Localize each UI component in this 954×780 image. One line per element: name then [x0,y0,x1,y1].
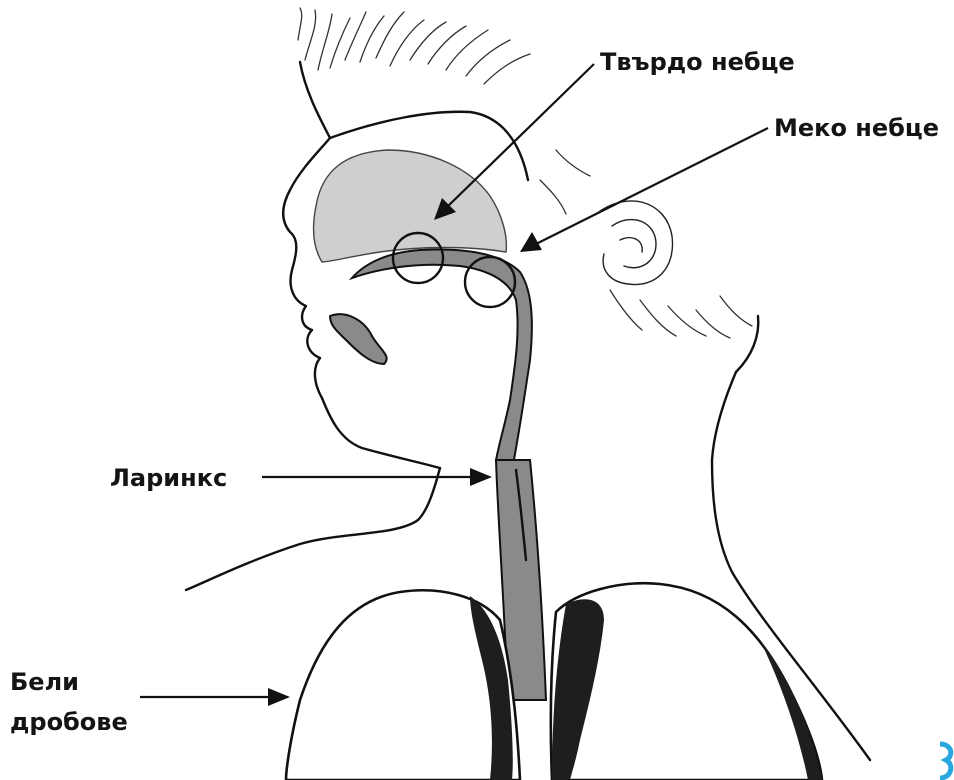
label-lungs-line1: Бели [10,668,79,696]
lungs [286,583,822,780]
corner-mark-icon [940,744,951,778]
label-lungs-line2: дробове [10,708,128,736]
ear [596,201,673,285]
arrow-larynx [262,468,492,486]
arrow-hard-palate [434,64,594,220]
label-larynx: Ларинкс [110,464,227,492]
arrow-soft-palate [520,128,768,252]
arrow-lungs [140,688,290,706]
label-soft-palate: Меко небце [774,114,939,142]
label-hard-palate: Твърдо небце [600,48,795,76]
nasal-cavity [314,150,507,262]
